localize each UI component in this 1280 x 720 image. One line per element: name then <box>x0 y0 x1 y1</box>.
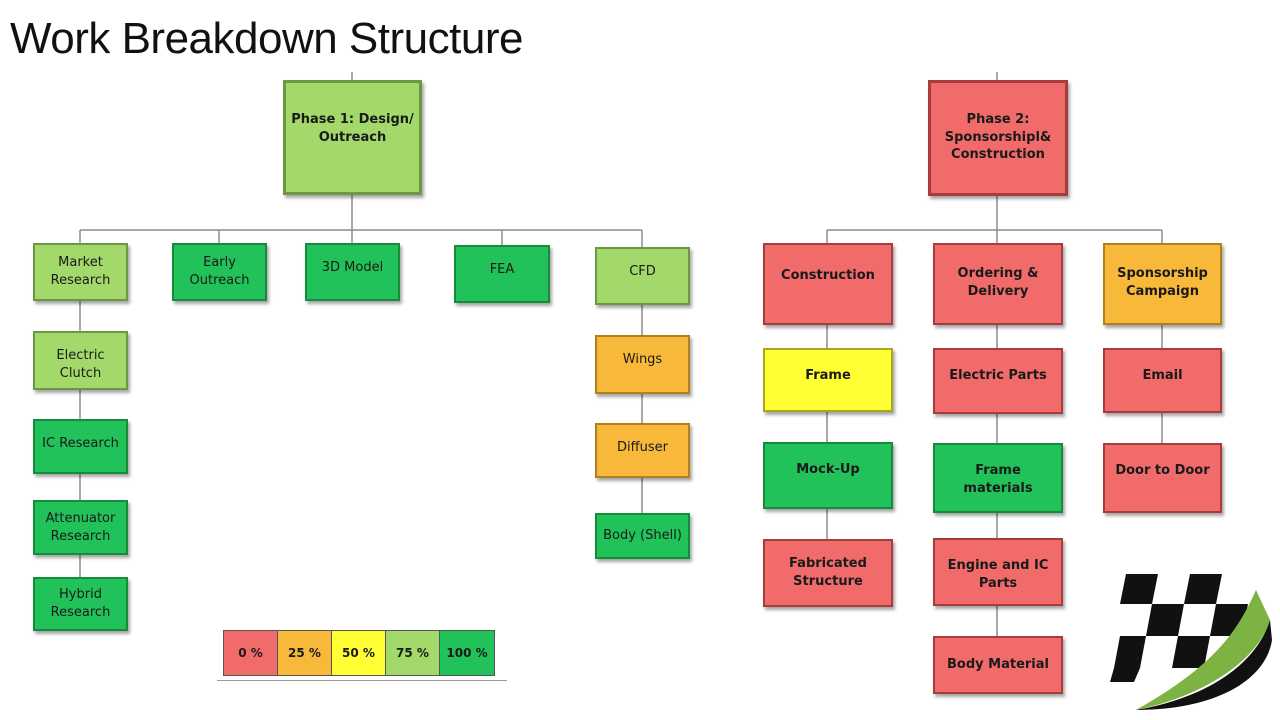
node-label: Phase 1: Design/ Outreach <box>291 112 414 145</box>
frame-node: Frame <box>763 348 893 412</box>
hybrid-research-node: Hybrid Research <box>33 577 128 631</box>
legend-cell-75: 75 % <box>386 631 440 675</box>
progress-legend: 0 % 25 % 50 % 75 % 100 % <box>223 630 495 676</box>
fea-node: FEA <box>454 245 550 303</box>
node-label: FEA <box>489 262 515 277</box>
team-logo-icon <box>1110 574 1272 710</box>
early-outreach-node: Early Outreach <box>172 243 267 301</box>
node-label: Fabricated Structure <box>789 556 867 589</box>
phase1-root-node: Phase 1: Design/ Outreach <box>283 80 422 195</box>
legend-cell-25: 25 % <box>278 631 332 675</box>
node-label: Market Research <box>50 255 111 288</box>
node-label: IC Research <box>42 436 119 451</box>
body-material-node: Body Material <box>933 636 1063 694</box>
legend-cell-50: 50 % <box>332 631 386 675</box>
phase2-root-node: Phase 2: Sponsorshipl& Construction <box>928 80 1068 196</box>
node-label: Construction <box>781 268 875 283</box>
mock-up-node: Mock-Up <box>763 442 893 509</box>
legend-underline <box>217 680 507 681</box>
node-label: Attenuator Research <box>45 510 116 544</box>
node-label: Ordering & Delivery <box>957 266 1039 299</box>
node-label: Electric Clutch <box>56 348 105 381</box>
legend-cell-0: 0 % <box>224 631 278 675</box>
diffuser-node: Diffuser <box>595 423 690 478</box>
node-label: Body Material <box>947 657 1049 673</box>
page-number: 33 <box>1187 620 1209 639</box>
sponsorship-campaign-node: Sponsorship Campaign <box>1103 243 1222 325</box>
node-label: Early Outreach <box>189 255 250 288</box>
node-label: Door to Door <box>1115 463 1210 478</box>
door-to-door-node: Door to Door <box>1103 443 1222 513</box>
3d-model-node: 3D Model <box>305 243 400 301</box>
fabricated-structure-node: Fabricated Structure <box>763 539 893 607</box>
frame-materials-node: Frame materials <box>933 443 1063 513</box>
node-label: Hybrid Research <box>50 587 111 620</box>
electric-parts-node: Electric Parts <box>933 348 1063 414</box>
node-label: Engine and IC Parts <box>947 558 1049 591</box>
legend-cell-100: 100 % <box>440 631 494 675</box>
node-label: Email <box>1142 368 1183 383</box>
electric-clutch-node: Electric Clutch <box>33 331 128 390</box>
body-shell-node: Body (Shell) <box>595 513 690 559</box>
attenuator-research-node: Attenuator Research <box>33 500 128 555</box>
market-research-node: Market Research <box>33 243 128 301</box>
node-label: Body (Shell) <box>603 528 682 544</box>
node-label: CFD <box>629 264 656 279</box>
node-label: Frame materials <box>963 463 1033 496</box>
node-label: Mock-Up <box>796 462 860 477</box>
email-node: Email <box>1103 348 1222 413</box>
node-label: Phase 2: Sponsorshipl& Construction <box>944 112 1052 163</box>
slide-title: Work Breakdown Structure <box>10 14 523 63</box>
engine-ic-parts-node: Engine and IC Parts <box>933 538 1063 606</box>
node-label: Electric Parts <box>949 368 1047 383</box>
ic-research-node: IC Research <box>33 419 128 474</box>
node-label: Sponsorship Campaign <box>1117 266 1208 299</box>
cfd-node: CFD <box>595 247 690 305</box>
node-label: Diffuser <box>617 440 668 455</box>
node-label: Wings <box>622 352 663 367</box>
node-label: 3D Model <box>321 260 384 275</box>
construction-node: Construction <box>763 243 893 325</box>
wings-node: Wings <box>595 335 690 394</box>
node-label: Frame <box>805 368 851 383</box>
ordering-delivery-node: Ordering & Delivery <box>933 243 1063 325</box>
